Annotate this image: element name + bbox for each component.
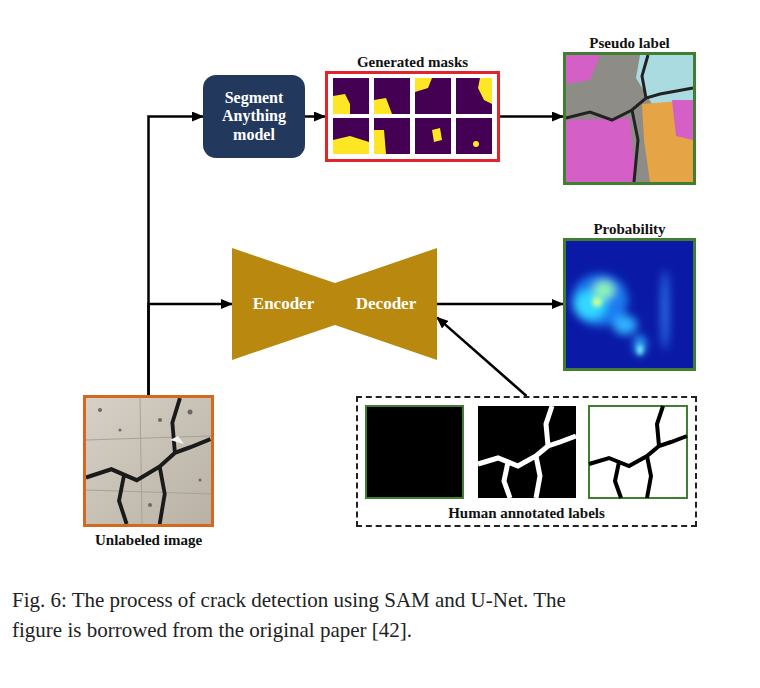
panel-heading: Generated masks [308, 54, 517, 71]
image-panel: Unlabeled image [83, 395, 214, 527]
panel-heading: Unlabeled image [66, 532, 231, 549]
panel-heading: Probability [546, 221, 713, 238]
encoder-block: Encoder [232, 248, 335, 360]
image-panel: Probability [563, 238, 696, 371]
node-label: Decoder [356, 294, 416, 314]
decoder-block: Decoder [335, 248, 437, 360]
figure-caption: Fig. 6: The process of crack detection u… [12, 586, 612, 646]
node-label: Segment Anything model [209, 89, 299, 144]
flow-arrow [149, 304, 233, 395]
flow-arrow [305, 115, 325, 118]
trapezoid-fill [232, 248, 335, 360]
panel-heading: Pseudo label [546, 35, 713, 52]
flow-arrow [149, 117, 204, 396]
pseudo-label-image [566, 55, 693, 182]
flow-arrow [500, 115, 563, 118]
flow-arrow [437, 317, 527, 396]
flow-arrow [437, 303, 563, 306]
trapezoid-fill [335, 248, 437, 360]
probability-heatmap [566, 241, 693, 368]
masks-panel: Generated masks [325, 71, 500, 162]
image-panel: Pseudo label [563, 52, 696, 185]
node-label: Human annotated labels [358, 505, 695, 522]
model-box: Segment Anything model [203, 75, 305, 158]
concrete-crack-photo [86, 398, 211, 524]
labels-group: Human annotated labels [356, 396, 697, 527]
node-label: Encoder [253, 294, 314, 314]
mask-thumbnails [333, 78, 492, 154]
ground-truth-thumbnails [366, 406, 687, 498]
